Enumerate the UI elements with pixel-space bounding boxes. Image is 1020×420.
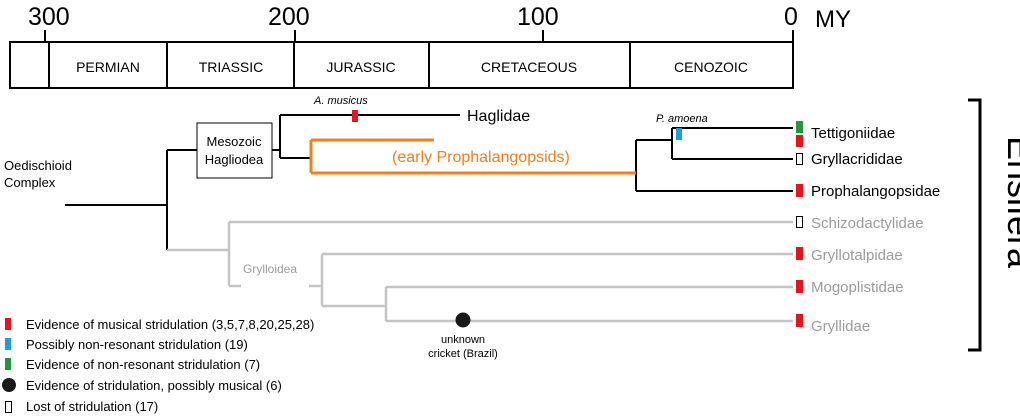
marker-red-gryllidae <box>796 314 803 327</box>
tick-label-300: 300 <box>28 3 70 31</box>
period-cretaceous: CRETACEOUS <box>481 59 577 75</box>
marker-red-prophalangopsidae <box>796 184 803 197</box>
taxon-gryllotalpidae: Gryllotalpidae <box>811 247 903 264</box>
box-label-line1: Mesozoic <box>207 134 262 149</box>
timescale: 300 200 100 0 MY PERMIAN TRIASSIC JURASS… <box>9 3 851 89</box>
legend-icon-blue-square <box>5 338 11 350</box>
ensifera-bracket <box>968 98 982 352</box>
legend-label-musical: Evidence of musical stridulation (3,5,7,… <box>26 317 314 332</box>
early-prophalangopsids-label: (early Prophalangopsids) <box>392 149 570 166</box>
period-triassic: TRIASSIC <box>199 59 264 75</box>
tree-branches-grey <box>167 220 793 323</box>
root-label-line2: Complex <box>4 175 56 190</box>
fossil-label-p-amoena: P. amoena <box>656 113 708 125</box>
period-bar <box>9 41 794 89</box>
legend: Evidence of musical stridulation (3,5,7,… <box>2 317 314 414</box>
taxon-schizodactylidae: Schizodactylidae <box>811 215 924 232</box>
marker-red-tettigoniidae <box>796 135 803 147</box>
clade-label-ensifera: Ensifera <box>1000 136 1020 269</box>
legend-icon-open-square <box>5 401 12 413</box>
mesozoic-box <box>196 122 273 179</box>
marker-red-gryllotalpidae <box>796 247 803 260</box>
legend-icon-black-circle <box>2 378 16 392</box>
unknown-cricket-line2: cricket (Brazil) <box>428 348 498 360</box>
legend-label-possibly-non-resonant: Possibly non-resonant stridulation (19) <box>26 337 248 352</box>
taxon-mogoplistidae: Mogoplistidae <box>811 279 904 296</box>
marker-red-mogoplistidae <box>796 280 803 293</box>
taxon-prophalangopsidae: Prophalangopsidae <box>811 183 940 200</box>
taxon-gryllacrididae: Gryllacrididae <box>811 151 903 168</box>
legend-label-lost: Lost of stridulation (17) <box>26 399 158 414</box>
tree-branches-black <box>65 114 793 250</box>
marker-blue-p-amoena <box>676 128 682 140</box>
marker-black-unknown-cricket <box>455 312 471 328</box>
legend-icon-green-square <box>5 358 11 370</box>
legend-label-possibly-musical: Evidence of stridulation, possibly music… <box>26 378 282 393</box>
marker-red-a-musicus <box>352 110 358 122</box>
fossil-label-a-musicus: A. musicus <box>313 95 368 107</box>
tick-label-0: 0 <box>784 3 798 31</box>
root-label-line1: Oedischioid <box>4 158 72 173</box>
taxon-gryllidae: Gryllidae <box>811 318 870 335</box>
marker-open-gryllacrididae <box>796 153 803 165</box>
taxon-haglidae: Haglidae <box>467 108 530 125</box>
tick-label-100: 100 <box>517 3 559 31</box>
taxon-tettigoniidae: Tettigoniidae <box>811 125 895 142</box>
box-label-line2: Hagliodea <box>205 152 264 167</box>
legend-icon-red-square <box>5 318 11 330</box>
legend-label-non-resonant: Evidence of non-resonant stridulation (7… <box>26 357 260 372</box>
unknown-cricket-line1: unknown <box>441 334 485 346</box>
period-cenozoic: CENOZOIC <box>674 59 748 75</box>
period-jurassic: JURASSIC <box>326 59 395 75</box>
period-permian: PERMIAN <box>76 59 140 75</box>
grylloidea-label: Grylloidea <box>243 262 297 276</box>
tree-branches-orange <box>309 138 636 175</box>
tick-label-200: 200 <box>268 3 310 31</box>
marker-green-tettigoniidae <box>796 121 803 133</box>
marker-open-schizodactylidae <box>796 216 803 228</box>
unit-label: MY <box>815 6 851 33</box>
